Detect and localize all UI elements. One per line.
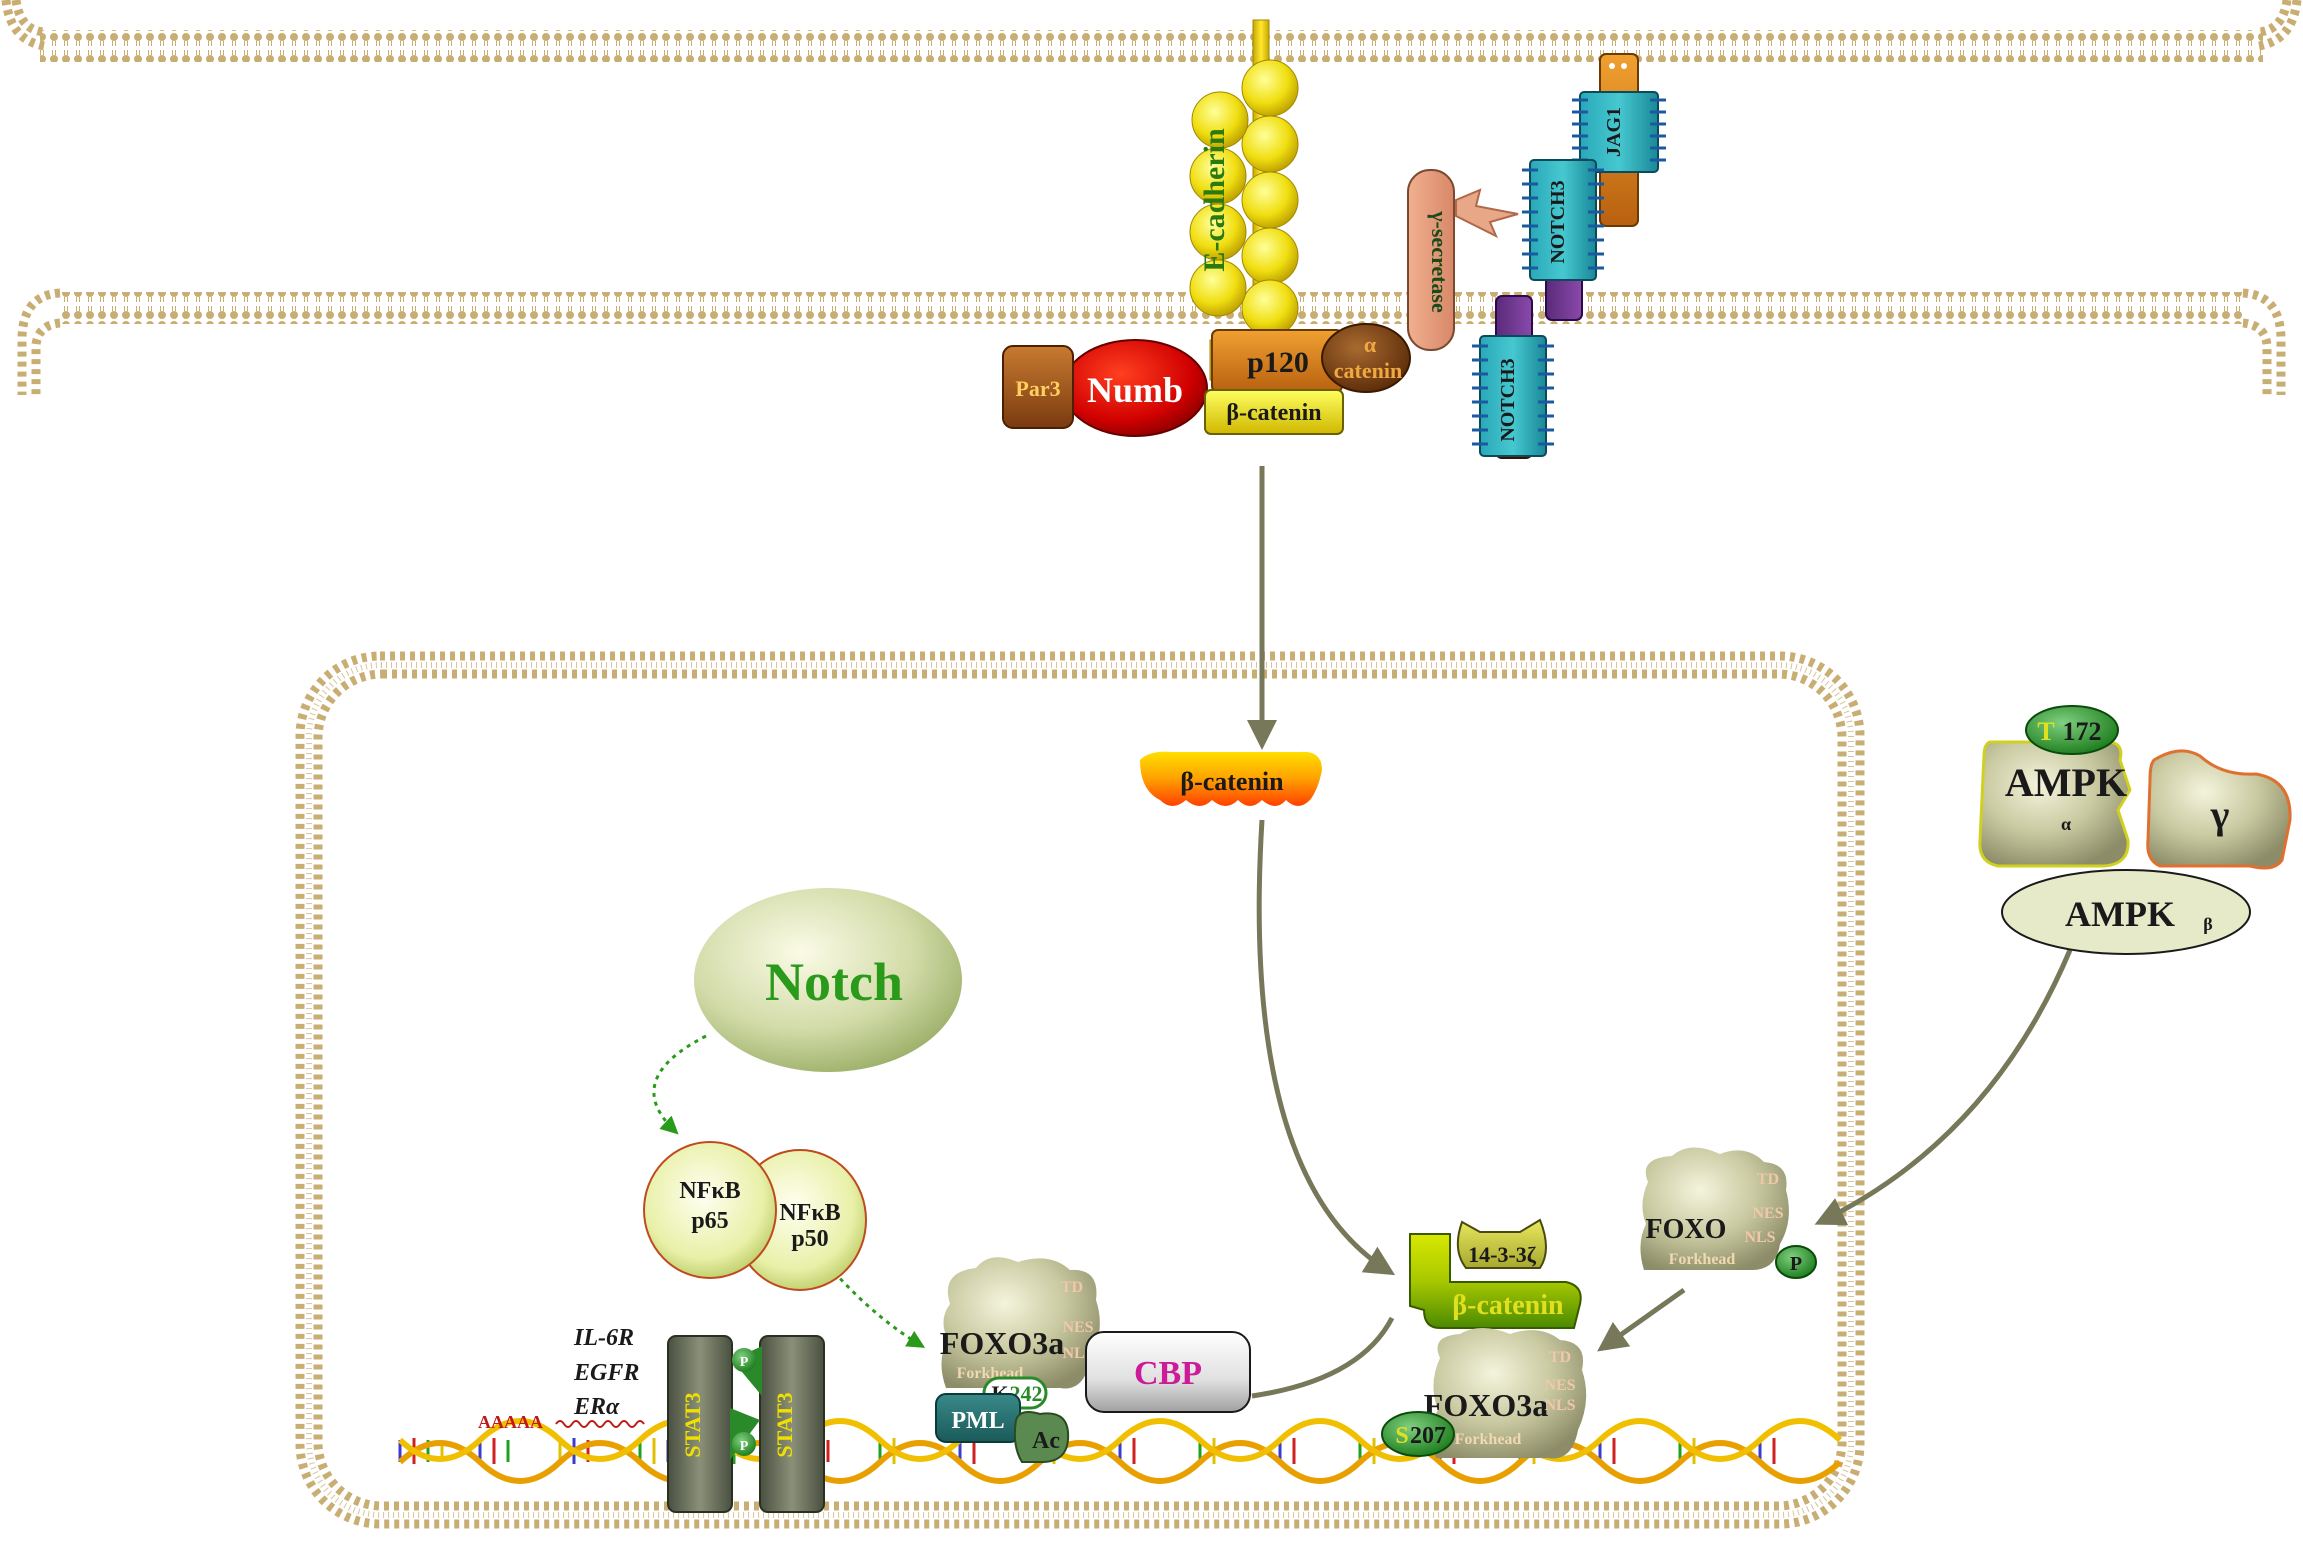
mrna-wave <box>555 1420 645 1428</box>
e-cadherin-label: E-cadherin <box>1198 128 1231 272</box>
foxo-phospho-icon <box>1775 1245 1817 1279</box>
numb-label: Numb <box>1087 370 1183 410</box>
ac-shape <box>1013 1411 1070 1463</box>
e-cadherin-complex: E-cadherin p120 α catenin Numb Par3 β-ca… <box>1002 19 1411 437</box>
ampk-beta-shape <box>2001 869 2251 955</box>
s207-s-label: S <box>1395 1423 1408 1449</box>
pml-label: PML <box>951 1408 1004 1434</box>
phospho-p-label: P <box>740 1355 749 1370</box>
il6r-label: IL-6R <box>573 1325 634 1351</box>
era-label: ERα <box>573 1394 620 1420</box>
forkhead-right-label: Forkhead <box>1455 1431 1522 1448</box>
notch3-jag1-complex: JAG1 NOTCH3 NOTCH3 <box>1472 53 1666 459</box>
stat3-dimer: P P STAT3 STAT3 <box>667 1335 825 1513</box>
cbp-box <box>1085 1331 1251 1413</box>
target-genes: IL-6R EGFR ERα AAAAA <box>478 1325 645 1432</box>
fourteen33-shape <box>1456 1218 1547 1269</box>
nls-right-label: NLS <box>1544 1397 1575 1414</box>
nfkb-p50-label-b: p50 <box>791 1226 828 1252</box>
fourteen33-label: 14-3-3ζ <box>1468 1242 1537 1267</box>
egfr-label: EGFR <box>573 1360 639 1386</box>
catenin-label: catenin <box>1334 358 1402 383</box>
dna-helix <box>397 1418 1843 1484</box>
beta-catenin-membrane-label: β-catenin <box>1226 400 1321 426</box>
aaaaa-label: AAAAA <box>478 1412 543 1432</box>
gamma-secretase-label: γ-secretase <box>1427 210 1452 313</box>
par3-box <box>1002 345 1074 429</box>
cleavage-bolt-icon <box>1455 188 1519 239</box>
nuclear-beta-catenin-complex: 14-3-3ζ β-catenin FOXO3a Forkhead TD NES… <box>1381 1218 1587 1459</box>
t172-t-label: T <box>2037 717 2054 746</box>
nls-foxo-label: NLS <box>1744 1229 1775 1246</box>
notch-node: Notch <box>694 888 962 1072</box>
gamma-secretase: γ-secretase <box>1407 169 1519 351</box>
cbp-label: CBP <box>1134 1355 1202 1392</box>
stat3-right-label: STAT3 <box>772 1392 797 1457</box>
arrow-foxo-to-foxo3a <box>1597 1287 1686 1352</box>
ampk-gamma-shape <box>2146 749 2292 870</box>
ampk-beta-sub: β <box>2203 914 2212 934</box>
phospho-p-icon <box>732 1348 756 1372</box>
ampk-beta-label: AMPK <box>2065 894 2175 934</box>
forkhead-foxo-label: Forkhead <box>1669 1251 1736 1268</box>
beta-catenin-cytoplasm: β-catenin <box>1140 751 1322 806</box>
t172-num-label: 172 <box>2063 717 2102 746</box>
beta-catenin-membrane-box <box>1204 389 1344 435</box>
top-membrane <box>1 0 2302 62</box>
foxo3a-right-label: FOXO3a <box>1424 1387 1548 1423</box>
ampk-alpha-label: AMPK <box>2005 760 2127 805</box>
td-right-label: TD <box>1549 1349 1571 1366</box>
alpha-label: α <box>1364 332 1377 357</box>
p120-label: p120 <box>1247 346 1309 379</box>
nes-right-label: NES <box>1544 1377 1575 1394</box>
jag1-label: JAG1 <box>1603 107 1625 157</box>
s207-num-label: 207 <box>1410 1423 1446 1449</box>
td-left-label: TD <box>1061 1279 1083 1296</box>
arrows <box>1247 466 2073 1399</box>
phospho-p-icon <box>732 1432 756 1456</box>
beta-catenin-cytoplasm-label: β-catenin <box>1180 767 1284 796</box>
stat3-left-label: STAT3 <box>680 1392 705 1457</box>
middle-membrane <box>17 288 2286 395</box>
notch3-top-label: NOTCH3 <box>1547 180 1569 263</box>
nes-foxo-label: NES <box>1752 1205 1783 1222</box>
nfkb-p65-label-a: NFκB <box>679 1178 740 1204</box>
ampk-alpha-shape <box>1978 740 2132 868</box>
t172-badge <box>2025 705 2119 755</box>
arrow-beta-catenin-to-nucleus <box>1256 819 1396 1276</box>
foxo-node: FOXO Forkhead TD NES NLS P <box>1640 1147 1817 1279</box>
nfkb-p50-label-a: NFκB <box>779 1200 840 1226</box>
arrow-notch-to-nfkb <box>652 1034 707 1135</box>
ampk-complex: T 172 AMPK α γ AMPK β <box>1978 705 2292 955</box>
phospho-p-label: P <box>740 1439 749 1454</box>
nucleus-membrane <box>295 651 1865 1529</box>
foxo-phospho-label: P <box>1790 1253 1802 1275</box>
alpha-catenin <box>1321 323 1411 393</box>
beta-catenin-nuclear-label: β-catenin <box>1452 1290 1564 1321</box>
gamma-label: γ <box>2210 792 2230 837</box>
arrow-nfkb-to-foxo3a <box>832 1270 926 1348</box>
arrow-ampk-to-foxo <box>1814 949 2073 1226</box>
nfkb-p65-label-b: p65 <box>691 1208 728 1234</box>
notch-label: Notch <box>765 952 903 1012</box>
ampk-alpha-sub: α <box>2061 814 2071 834</box>
arrow-cbp-to-beta-catenin <box>1251 1316 1395 1399</box>
nfkb-complex: NFκB p65 NFκB p50 <box>643 1141 867 1291</box>
dotted-arrows <box>652 1034 926 1348</box>
s207-badge <box>1381 1411 1455 1457</box>
nes-left-label: NES <box>1062 1319 1093 1336</box>
foxo3a-left-label: FOXO3a <box>940 1325 1064 1361</box>
td-foxo-label: TD <box>1757 1171 1779 1188</box>
notch3-bottom-label: NOTCH3 <box>1497 358 1519 441</box>
foxo3a-left-complex: FOXO3a Forkhead TD NES NLS K 242 PML Ac … <box>935 1257 1251 1463</box>
ac-label: Ac <box>1032 1428 1060 1454</box>
par3-label: Par3 <box>1015 376 1060 401</box>
foxo-label: FOXO <box>1646 1214 1727 1245</box>
